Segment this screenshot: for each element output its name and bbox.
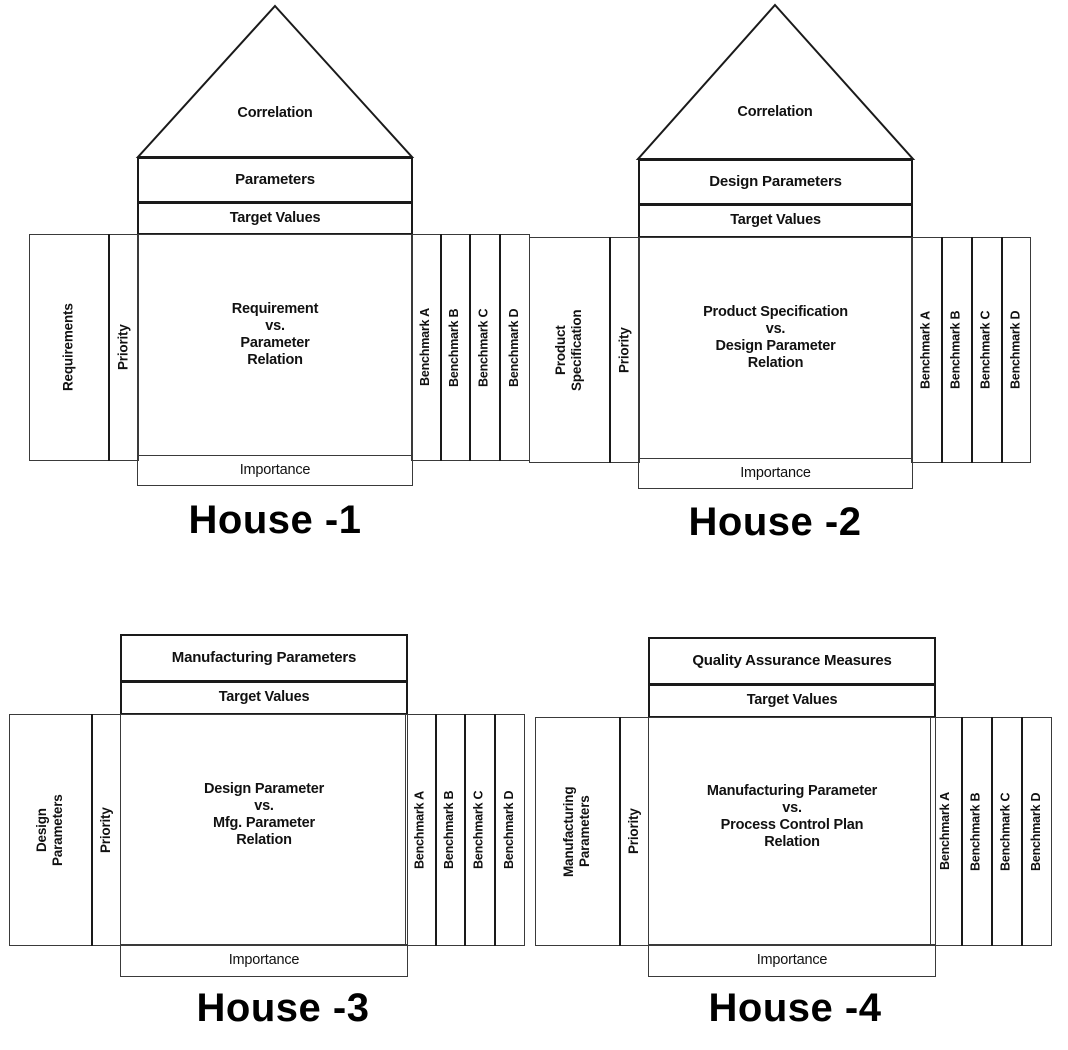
house-3-benchmark-d-label: Benchmark D [502, 790, 517, 870]
house-1-benchmark-divider-1 [440, 234, 442, 461]
house-2-benchmark-divider-1 [941, 237, 943, 463]
house-2-benchmark-divider-2 [971, 237, 973, 463]
house-2-benchmark-b-label: Benchmark B [948, 310, 963, 390]
house-4-benchmark-c-label: Benchmark C [998, 792, 1013, 871]
house-3-priority-divider [91, 714, 93, 946]
house-4-benchmark-divider-1 [961, 717, 963, 946]
house-4-manufacturing-parameters-label: Manufacturing Parameters [561, 786, 592, 877]
house-3-benchmark-a-label: Benchmark A [412, 791, 427, 869]
house-4-target-values-label: Target Values [746, 692, 838, 709]
house-3-importance-label: Importance [228, 952, 300, 969]
house-3-benchmark-divider-2 [464, 714, 466, 946]
house-1-benchmark-b-label: Benchmark B [447, 308, 462, 387]
house-3-relation-matrix [120, 714, 408, 945]
house-4-benchmark-divider-3 [1021, 717, 1023, 946]
house-2-priority-label: Priority [616, 327, 632, 373]
house-2-importance-box [638, 458, 913, 489]
house-1-roof [130, 0, 420, 165]
house-1-left-block [29, 234, 139, 461]
house-1-priority-divider [108, 234, 110, 461]
house-3-priority-label: Priority [98, 807, 114, 853]
house-1-target-values-label: Target Values [229, 209, 321, 226]
house-1-importance-label: Importance [239, 461, 311, 478]
house-4-top-header-label: Quality Assurance Measures [692, 652, 892, 670]
house-4-relation-label: Manufacturing Parameter vs. Process Cont… [706, 782, 878, 851]
house-2-left-block [529, 237, 640, 463]
house-3-importance-box [120, 945, 408, 977]
house-3-benchmark-divider-1 [435, 714, 437, 946]
house-1-benchmark-divider-3 [499, 234, 501, 461]
house-1-benchmark-d-label: Benchmark D [507, 308, 522, 387]
house-2-target-values-label: Target Values [730, 212, 821, 229]
house-4-benchmark-divider-2 [991, 717, 993, 946]
house-1-requirements-label: Requirements [60, 303, 76, 392]
house-2-benchmark-divider-3 [1001, 237, 1003, 463]
house-2-correlation-label: Correlation [737, 104, 813, 121]
house-2-importance-label: Importance [740, 464, 811, 481]
house-2-top-header-label: Design Parameters [709, 173, 842, 191]
house-3-design-parameters-label: Design Parameters [34, 794, 65, 866]
house-1-benchmark-divider-2 [469, 234, 471, 461]
house-4-importance-box [648, 945, 936, 977]
house-2-benchmark-d-label: Benchmark D [1008, 310, 1023, 390]
house-3-target-values-label: Target Values [218, 689, 310, 706]
house-3-benchmark-divider-3 [494, 714, 496, 946]
house-3-benchmark-c-label: Benchmark C [471, 790, 486, 870]
house-4-priority-divider [619, 717, 621, 946]
house-4-benchmark-b-label: Benchmark B [968, 792, 983, 871]
house-3-relation-label: Design Parameter vs. Mfg. Parameter Rela… [203, 780, 325, 849]
house-1-priority-label: Priority [115, 324, 131, 371]
house-3-benchmark-b-label: Benchmark B [442, 790, 457, 870]
house-4-relation-matrix [648, 717, 936, 945]
house-2-roof [630, 0, 920, 165]
house-2-benchmark-a-label: Benchmark A [918, 311, 933, 389]
house-4-importance-label: Importance [756, 952, 828, 969]
house-4-benchmark-d-label: Benchmark D [1029, 792, 1044, 871]
house-4-priority-label: Priority [626, 808, 642, 855]
house-1-relation-label: Requirement vs. Parameter Relation [231, 300, 319, 369]
house-2-benchmark-c-label: Benchmark C [978, 310, 993, 390]
house-2-relation-label: Product Specification vs. Design Paramet… [703, 303, 848, 372]
house-1-top-header-label: Parameters [235, 171, 315, 189]
house-1-correlation-label: Correlation [237, 105, 313, 122]
house-3-title: House -3 [196, 986, 370, 1030]
house-1-title: House -1 [188, 498, 362, 542]
house-2-product-specification-label: Product Specification [553, 309, 584, 391]
house-4-benchmark-a-label: Benchmark A [938, 792, 953, 871]
house-2-title: House -2 [688, 500, 862, 544]
house-2-priority-divider [609, 237, 611, 463]
house-4-title: House -4 [708, 986, 882, 1030]
house-1-benchmark-a-label: Benchmark A [418, 308, 433, 387]
house-1-benchmark-c-label: Benchmark C [476, 308, 491, 387]
house-3-top-header-label: Manufacturing Parameters [171, 649, 357, 667]
house-1-importance-box [137, 455, 413, 486]
